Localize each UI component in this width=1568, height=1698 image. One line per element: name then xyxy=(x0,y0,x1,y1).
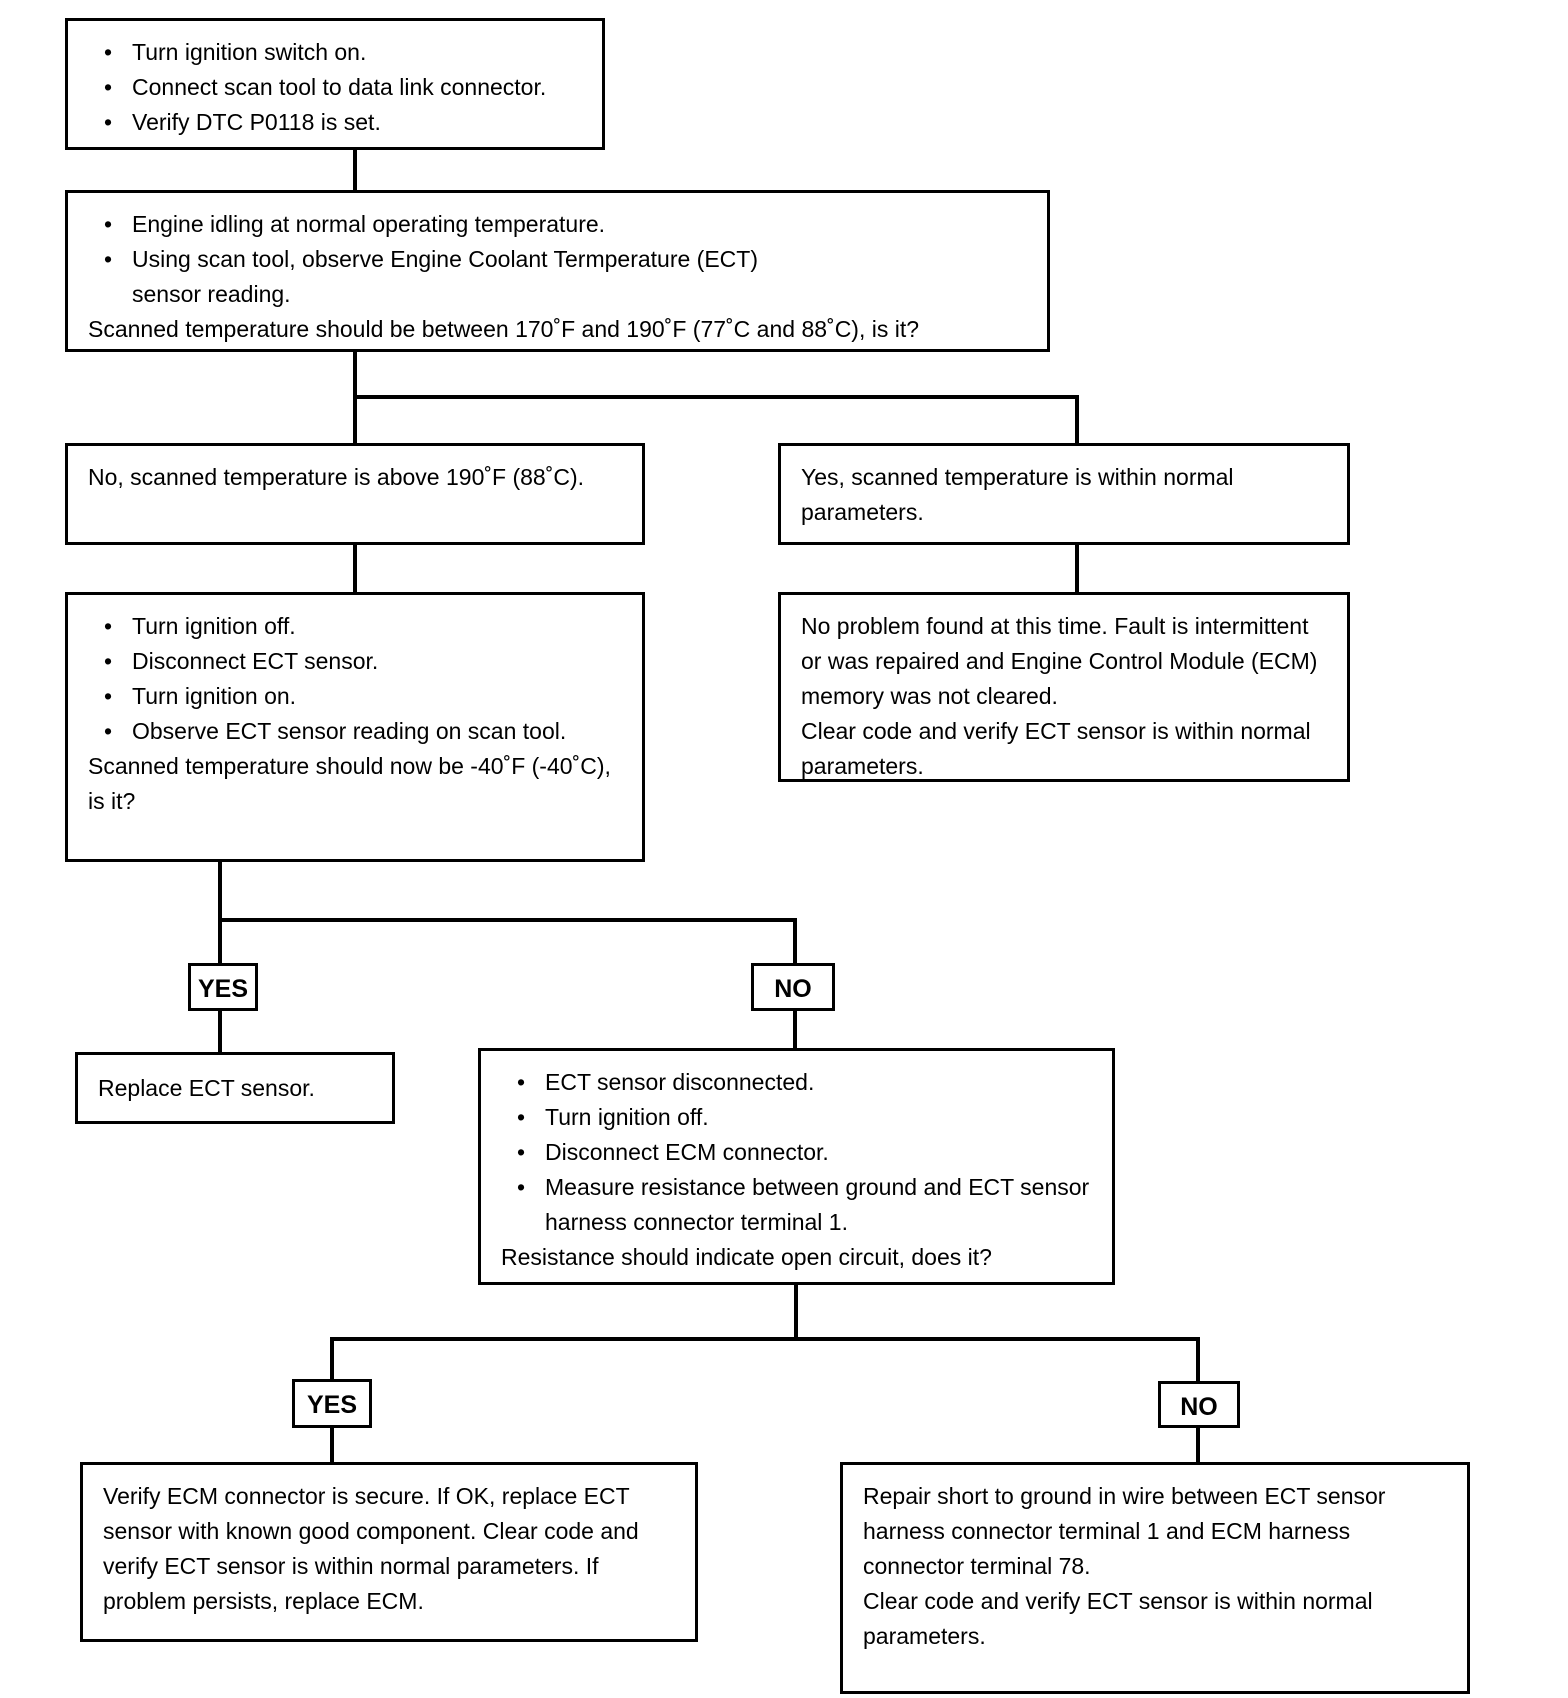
decision-label-yes-2: YES xyxy=(292,1379,372,1428)
connector-yes1-to-replace xyxy=(218,1011,222,1054)
bullet-list: Turn ignition off. Disconnect ECT sensor… xyxy=(88,609,622,749)
bullet-list: Engine idling at normal operating temper… xyxy=(88,207,1027,312)
action-text: Clear code and verify ECT sensor is with… xyxy=(863,1588,1373,1649)
flow-box-replace-ect-sensor: Replace ECT sensor. xyxy=(75,1052,395,1124)
result-text: Clear code and verify ECT sensor is with… xyxy=(801,718,1311,779)
action-text: Verify ECM connector is secure. If OK, r… xyxy=(103,1483,639,1614)
question-text: Scanned temperature should be between 17… xyxy=(88,316,920,342)
connector-no-to-test xyxy=(353,545,357,594)
flow-box-answer-no-high: No, scanned temperature is above 190˚F (… xyxy=(65,443,645,545)
connector-branch-to-no2 xyxy=(1196,1337,1200,1383)
bullet-item: Engine idling at normal operating temper… xyxy=(88,207,1027,242)
bullet-item: Turn ignition on. xyxy=(88,679,622,714)
decision-label-no-2: NO xyxy=(1158,1381,1240,1428)
flow-box-verify-ecm-connector: Verify ECM connector is secure. If OK, r… xyxy=(80,1462,698,1642)
bullet-list: ECT sensor disconnected. Turn ignition o… xyxy=(501,1065,1092,1240)
connector-yes-to-result xyxy=(1075,545,1079,594)
bullet-item: Observe ECT sensor reading on scan tool. xyxy=(88,714,622,749)
bullet-item: Measure resistance between ground and EC… xyxy=(501,1170,1092,1240)
decision-label-no-1: NO xyxy=(751,963,835,1011)
action-text: Repair short to ground in wire between E… xyxy=(863,1483,1386,1579)
connector-resistance-to-branch xyxy=(794,1285,798,1341)
flow-box-no-problem-found: No problem found at this time. Fault is … xyxy=(778,592,1350,782)
connector-branch-to-yes1 xyxy=(218,918,222,965)
flow-box-check-temperature: Engine idling at normal operating temper… xyxy=(65,190,1050,352)
connector-no2-to-repair xyxy=(1196,1428,1200,1464)
flow-box-resistance-test: ECT sensor disconnected. Turn ignition o… xyxy=(478,1048,1115,1285)
decision-label-yes-1: YES xyxy=(188,963,258,1011)
connector-branch-to-no1 xyxy=(793,918,797,965)
flow-box-answer-yes-normal: Yes, scanned temperature is within norma… xyxy=(778,443,1350,545)
bullet-item: Turn ignition off. xyxy=(501,1100,1092,1135)
connector-branch-2 xyxy=(330,1337,1200,1341)
question-text: Resistance should indicate open circuit,… xyxy=(501,1244,992,1270)
flow-box-repair-short-to-ground: Repair short to ground in wire between E… xyxy=(840,1462,1470,1694)
answer-text: Yes, scanned temperature is within norma… xyxy=(801,464,1234,525)
flow-box-disconnect-test: Turn ignition off. Disconnect ECT sensor… xyxy=(65,592,645,862)
connector-branch-1 xyxy=(218,918,797,922)
action-text: Replace ECT sensor. xyxy=(98,1075,315,1101)
connector-no1-to-resistance xyxy=(793,1011,797,1050)
bullet-item: Turn ignition off. xyxy=(88,609,622,644)
connector-yes2-to-verify xyxy=(330,1428,334,1464)
connector-check-to-split xyxy=(353,352,357,399)
connector-start-to-check xyxy=(353,150,357,192)
bullet-item: Connect scan tool to data link connector… xyxy=(88,70,582,105)
bullet-item: Verify DTC P0118 is set. xyxy=(88,105,582,140)
result-text: No problem found at this time. Fault is … xyxy=(801,613,1318,709)
bullet-item: Disconnect ECT sensor. xyxy=(88,644,622,679)
bullet-item: Turn ignition switch on. xyxy=(88,35,582,70)
flow-box-initial-steps: Turn ignition switch on. Connect scan to… xyxy=(65,18,605,150)
answer-text: No, scanned temperature is above 190˚F (… xyxy=(88,464,585,490)
connector-split-1 xyxy=(353,395,1079,399)
bullet-list: Turn ignition switch on. Connect scan to… xyxy=(88,35,582,140)
connector-split-to-no xyxy=(353,395,357,445)
connector-split-to-yes xyxy=(1075,395,1079,445)
question-text: Scanned temperature should now be -40˚F … xyxy=(88,753,611,814)
connector-branch-to-yes2 xyxy=(330,1337,334,1381)
bullet-item: Using scan tool, observe Engine Coolant … xyxy=(88,242,832,312)
bullet-item: ECT sensor disconnected. xyxy=(501,1065,1092,1100)
connector-test-to-branch xyxy=(218,862,222,922)
bullet-item: Disconnect ECM connector. xyxy=(501,1135,1092,1170)
